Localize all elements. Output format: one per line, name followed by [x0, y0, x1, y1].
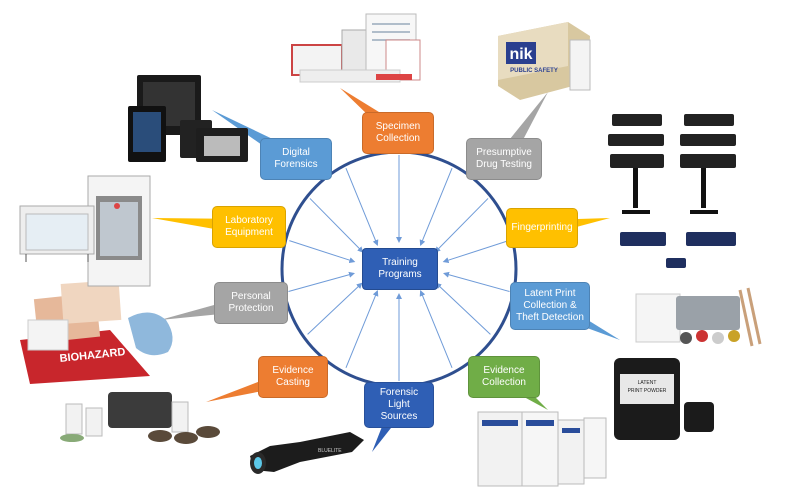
flashlight-brand-text: BLUELITE	[318, 448, 342, 454]
nik-test-box: nik PUBLIC SAFETY	[498, 22, 591, 100]
topic-laboratory-equipment: Laboratory Equipment	[212, 206, 286, 248]
arrow-2	[434, 198, 489, 253]
arrow-6	[419, 290, 453, 368]
evidence-casting-kit	[60, 392, 220, 444]
personal-protection-kit: BIOHAZARD	[20, 279, 173, 384]
arrow-5	[435, 282, 491, 335]
topic-fingerprinting: Fingerprinting	[506, 208, 578, 248]
powder-jar-label-line1: LATENT	[638, 380, 657, 386]
nik-sub-text: PUBLIC SAFETY	[510, 68, 558, 74]
arrow-4	[443, 271, 510, 292]
hub-training-programs: Training Programs	[362, 248, 438, 290]
arrow-13	[345, 168, 379, 246]
laboratory-equipment	[19, 175, 151, 287]
arrow-1	[419, 168, 453, 246]
specimen-collection-kit	[291, 13, 421, 83]
fingerprinting-stations	[608, 114, 736, 268]
arrow-9	[307, 282, 363, 335]
digital-forensics-devices	[128, 75, 248, 162]
topic-forensic-light-sources: Forensic Light Sources	[364, 382, 434, 428]
latent-print-kit: LATENT PRINT POWDER	[614, 287, 762, 440]
arrow-group	[288, 155, 510, 381]
powder-jar-label-line2: PRINT POWDER	[628, 388, 667, 394]
arrow-12	[309, 198, 364, 253]
topic-personal-protection: Personal Protection	[214, 282, 288, 324]
arrow-10	[288, 271, 355, 292]
topic-evidence-collection: Evidence Collection	[468, 356, 540, 398]
topic-evidence-casting: Evidence Casting	[258, 356, 328, 398]
arrow-8	[345, 290, 379, 368]
topic-specimen-collection: Specimen Collection	[362, 112, 434, 154]
flashlight: BLUELITE	[250, 432, 364, 474]
topic-latent-print-collection: Latent Print Collection & Theft Detectio…	[510, 282, 590, 330]
arrow-3	[442, 240, 509, 264]
topic-digital-forensics: Digital Forensics	[260, 138, 332, 180]
arrow-11	[289, 240, 356, 264]
topic-presumptive-drug-testing: Presumptive Drug Testing	[466, 138, 542, 180]
nik-brand-text: nik	[509, 46, 532, 63]
evidence-bags	[477, 411, 607, 487]
